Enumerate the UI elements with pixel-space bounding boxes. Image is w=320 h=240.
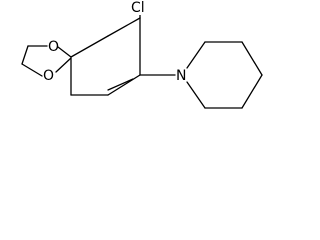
chemical-structure: Cl O O N (21, 0, 263, 109)
bond-pip-top-right (241, 41, 263, 76)
bond-pip-bottom-right (241, 74, 263, 109)
nitrogen-label: N (176, 68, 186, 84)
chlorine-label: Cl (131, 0, 145, 16)
chlorine-label-bg (130, 0, 152, 15)
bond-n-c-pip-bottom (186, 81, 206, 109)
bond-c-top-c-cl (107, 17, 141, 37)
bond-n-c-pip-top (186, 41, 206, 69)
bond-c-o2 (21, 63, 43, 77)
bond-c-c-dioxolane (21, 45, 29, 65)
bond-double-inner (107, 78, 134, 91)
bond-o2-spiro (55, 57, 72, 73)
bond-spiro-c-top (70, 35, 109, 58)
bond-c-n-c-alkene (107, 74, 141, 96)
oxygen-bottom-label: O (43, 68, 54, 84)
bond-o1-spiro (57, 46, 72, 58)
oxygen-top-label: O (48, 39, 59, 55)
